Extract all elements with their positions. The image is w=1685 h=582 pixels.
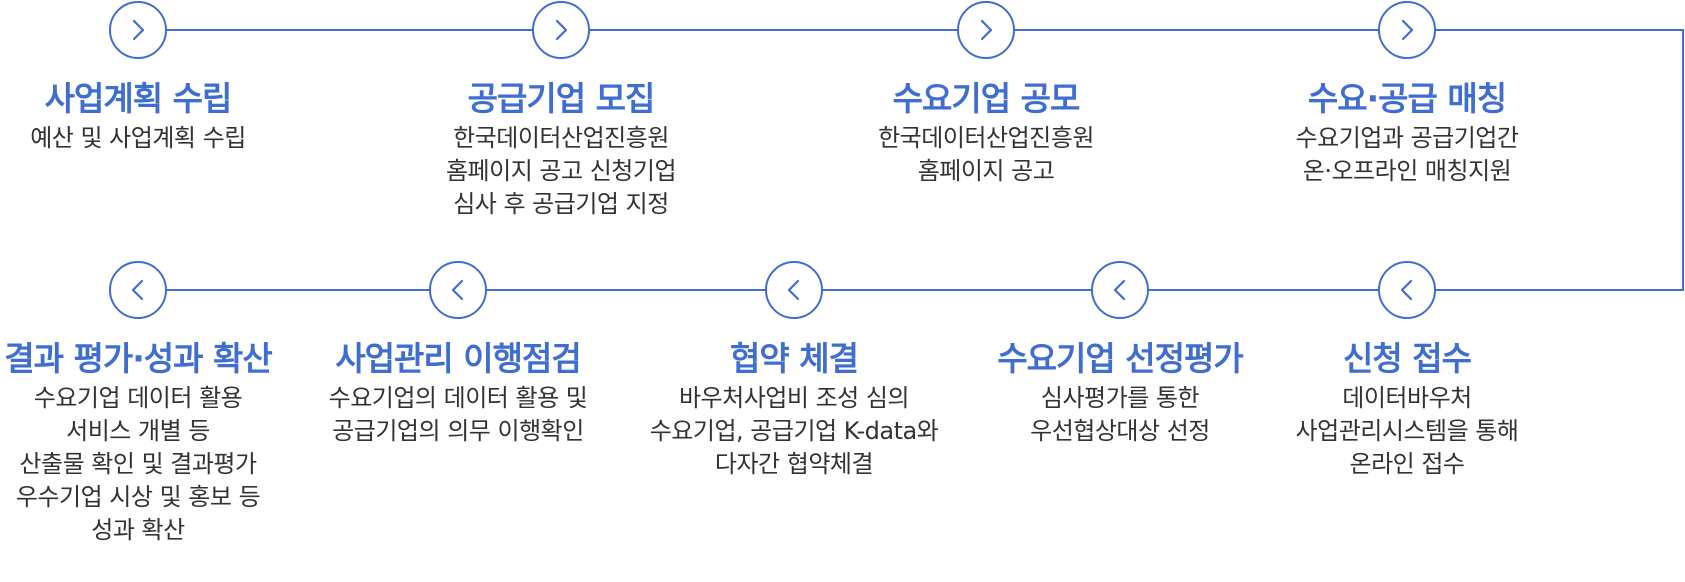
step-description-line: 수요기업과 공급기업간 bbox=[1295, 124, 1519, 152]
step-title: 결과 평가·성과 확산 bbox=[4, 339, 272, 378]
step-description-line: 데이터바우처 bbox=[1342, 384, 1472, 412]
step-description-line: 심사평가를 통한 bbox=[1040, 384, 1200, 412]
step-title: 공급기업 모집 bbox=[467, 79, 656, 118]
step-1-circle-button[interactable] bbox=[109, 1, 167, 59]
chevron-right-icon bbox=[980, 19, 993, 41]
step-description-line: 온라인 접수 bbox=[1349, 450, 1465, 478]
step-description-line: 한국데이터산업진흥원 bbox=[878, 124, 1094, 152]
step-9-circle-button[interactable] bbox=[109, 261, 167, 319]
step-3-circle-button[interactable] bbox=[957, 1, 1015, 59]
chevron-left-icon bbox=[1400, 279, 1413, 301]
step-title: 사업관리 이행점검 bbox=[335, 339, 581, 378]
chevron-left-icon bbox=[787, 279, 800, 301]
step-description-line: 홈페이지 공고 신청기업 bbox=[445, 157, 677, 185]
chevron-left-icon bbox=[451, 279, 464, 301]
step-description-line: 서비스 개별 등 bbox=[66, 417, 210, 445]
chevron-right-icon bbox=[132, 19, 145, 41]
step-description-line: 우선협상대상 선정 bbox=[1030, 417, 1210, 445]
step-4-circle-button[interactable] bbox=[1378, 1, 1436, 59]
step-description-line: 온·오프라인 매칭지원 bbox=[1302, 157, 1512, 185]
step-6-circle-button[interactable] bbox=[1091, 261, 1149, 319]
step-7-circle-button[interactable] bbox=[765, 261, 823, 319]
step-description-line: 사업관리시스템을 통해 bbox=[1295, 417, 1519, 445]
step-description-line: 다자간 협약체결 bbox=[714, 450, 874, 478]
step-description-line: 한국데이터산업진흥원 bbox=[453, 124, 669, 152]
step-description-line: 우수기업 시상 및 홍보 등 bbox=[15, 483, 261, 511]
step-title: 수요·공급 매칭 bbox=[1307, 79, 1507, 118]
step-description-line: 산출물 확인 및 결과평가 bbox=[19, 450, 257, 478]
step-title: 수요기업 선정평가 bbox=[997, 339, 1243, 378]
step-description-line: 예산 및 사업계획 수립 bbox=[30, 124, 246, 152]
chevron-right-icon bbox=[1401, 19, 1414, 41]
step-description-line: 성과 확산 bbox=[91, 516, 185, 544]
step-description-line: 공급기업의 의무 이행확인 bbox=[332, 417, 584, 445]
step-2-circle-button[interactable] bbox=[532, 1, 590, 59]
step-5-circle-button[interactable] bbox=[1378, 261, 1436, 319]
step-title: 사업계획 수립 bbox=[44, 79, 233, 118]
chevron-left-icon bbox=[131, 279, 144, 301]
step-description-line: 수요기업의 데이터 활용 및 bbox=[328, 384, 588, 412]
step-description-line: 수요기업 데이터 활용 bbox=[33, 384, 243, 412]
step-description-line: 심사 후 공급기업 지정 bbox=[453, 190, 669, 218]
step-title: 협약 체결 bbox=[730, 339, 859, 378]
chevron-left-icon bbox=[1113, 279, 1126, 301]
step-description: 예산 및 사업계획 수립 bbox=[0, 122, 293, 155]
step-8-circle-button[interactable] bbox=[429, 261, 487, 319]
step-description-line: 바우처사업비 조성 심의 bbox=[678, 384, 910, 412]
step-title: 수요기업 공모 bbox=[892, 79, 1081, 118]
chevron-right-icon bbox=[555, 19, 568, 41]
step-description-line: 수요기업, 공급기업 K-data와 bbox=[649, 417, 939, 445]
step-description-line: 홈페이지 공고 bbox=[917, 157, 1055, 185]
step-title: 신청 접수 bbox=[1343, 339, 1472, 378]
